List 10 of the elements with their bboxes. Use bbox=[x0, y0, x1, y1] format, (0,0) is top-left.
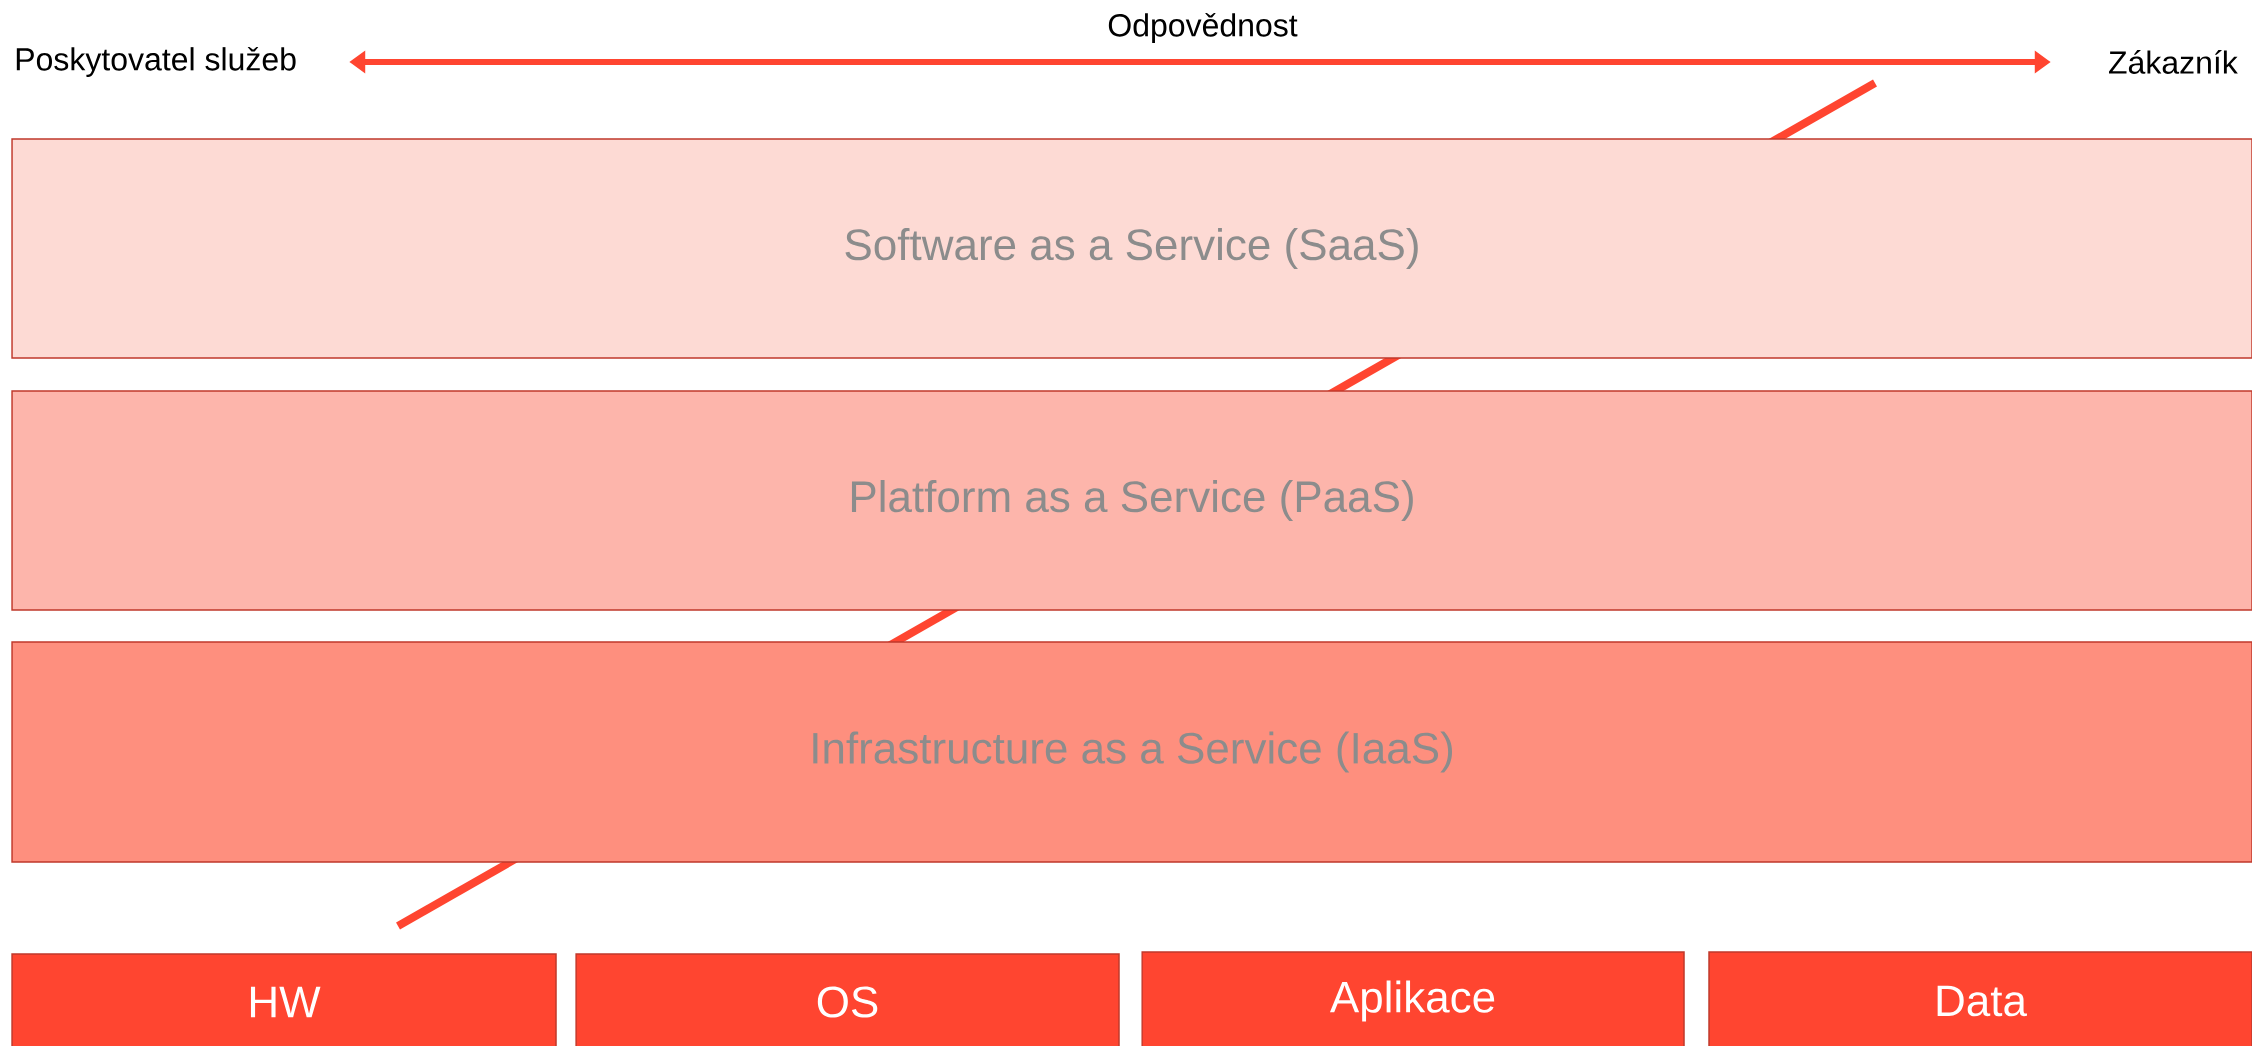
layer-band: Platform as a Service (PaaS) bbox=[11, 390, 2252, 611]
component-box: OS bbox=[575, 953, 1120, 1046]
component-box: Data bbox=[1708, 951, 2252, 1046]
edge-label: Odpovědnost bbox=[1105, 11, 1300, 45]
component-box: Aplikace bbox=[1141, 951, 1685, 1046]
side-label: Poskytovatel služeb bbox=[16, 47, 296, 77]
layer-band: Software as a Service (SaaS) bbox=[11, 138, 2252, 359]
side-label: Zákazník bbox=[2109, 50, 2238, 74]
layer-band: Infrastructure as a Service (IaaS) bbox=[11, 641, 2252, 863]
component-box: HW bbox=[11, 953, 557, 1046]
